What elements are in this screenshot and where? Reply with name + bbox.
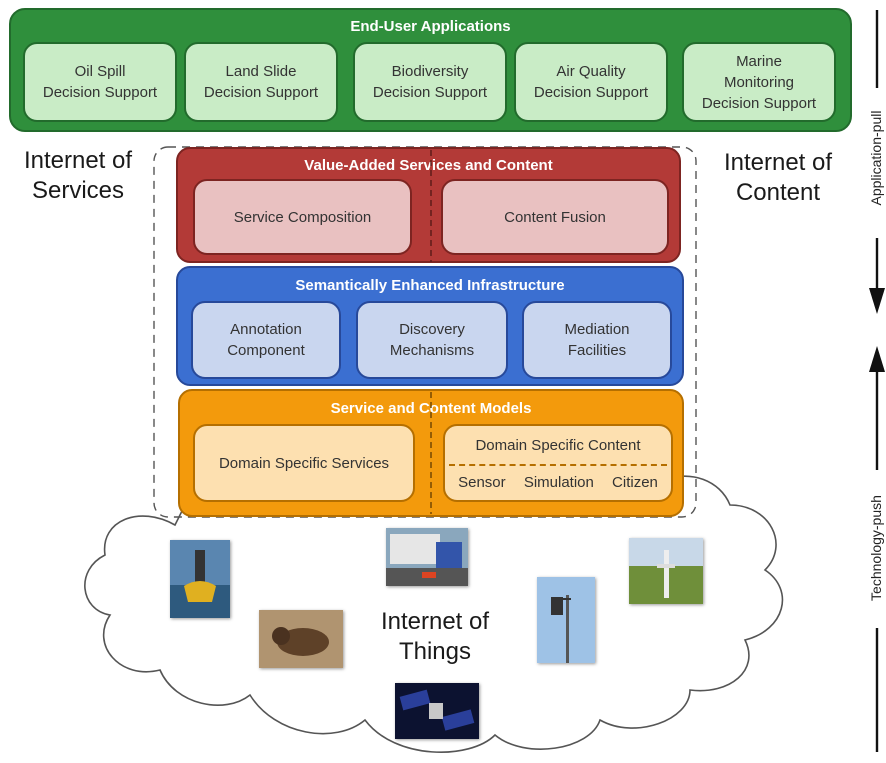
- buoy-photo: [170, 540, 230, 618]
- content-types-row: Sensor Simulation Citizen: [445, 472, 671, 493]
- content-divider: [449, 464, 667, 466]
- field-sensor-photo: [629, 538, 703, 604]
- box-line: Component: [227, 342, 305, 359]
- internet-of-services-label: Internet of Services: [8, 146, 148, 206]
- app-line: Marine: [736, 52, 782, 70]
- box-line: Annotation: [230, 321, 302, 338]
- box-line: Mediation: [564, 321, 630, 338]
- content-type-simulation: Simulation: [523, 474, 594, 491]
- app-line: Land Slide: [225, 63, 297, 80]
- label-line: Internet of: [380, 608, 490, 635]
- label-line: Internet of: [723, 149, 833, 176]
- app-line: Monitoring: [723, 73, 795, 91]
- internet-of-things-label: Internet of Things: [350, 607, 520, 667]
- cloud-shape: [84, 475, 784, 753]
- satellite-photo: [395, 683, 479, 739]
- app-line: Air Quality: [556, 63, 626, 80]
- label-line: Content: [735, 179, 821, 206]
- pull-push-axis: [869, 10, 885, 752]
- label-line: Internet of: [23, 147, 133, 174]
- app-line: Decision Support: [203, 84, 319, 101]
- box-line: Mechanisms: [389, 342, 475, 359]
- service-composition-box: Service Composition: [193, 179, 412, 255]
- arrow-down-icon: [869, 288, 885, 314]
- app-line: Biodiversity: [391, 63, 469, 80]
- models-title: Service and Content Models: [330, 400, 532, 417]
- app-line: Oil Spill: [74, 63, 126, 80]
- end-user-title: End-User Applications: [350, 18, 511, 35]
- content-type-citizen: Citizen: [612, 474, 658, 491]
- label-line: Services: [31, 177, 125, 204]
- service-composition-label: Service Composition: [233, 208, 372, 226]
- domain-specific-content-box: Domain Specific Content Sensor Simulatio…: [443, 424, 673, 502]
- label-line: Things: [398, 638, 472, 665]
- domain-services-label: Domain Specific Services: [218, 454, 390, 472]
- app-line: Decision Support: [533, 84, 649, 101]
- technology-push-label: Technology-push: [868, 495, 884, 601]
- content-type-sensor: Sensor: [458, 474, 506, 491]
- domain-specific-services-box: Domain Specific Services: [193, 424, 415, 502]
- content-fusion-box: Content Fusion: [441, 179, 669, 255]
- app-line: Decision Support: [42, 84, 158, 101]
- weather-station-photo: [537, 577, 595, 663]
- domain-content-title: Domain Specific Content: [475, 437, 641, 454]
- box-line: Facilities: [567, 342, 627, 359]
- semantic-title: Semantically Enhanced Infrastructure: [295, 277, 565, 294]
- box-line: Discovery: [399, 321, 465, 338]
- content-fusion-label: Content Fusion: [504, 208, 606, 226]
- app-line: Decision Support: [701, 94, 817, 112]
- arrow-up-icon: [869, 346, 885, 372]
- app-line: Decision Support: [372, 84, 488, 101]
- value-added-title: Value-Added Services and Content: [304, 157, 553, 174]
- internet-of-content-label: Internet of Content: [708, 148, 848, 208]
- ship-photo: [386, 528, 468, 586]
- application-pull-label: Application-pull: [868, 110, 884, 206]
- seal-photo: [259, 610, 343, 668]
